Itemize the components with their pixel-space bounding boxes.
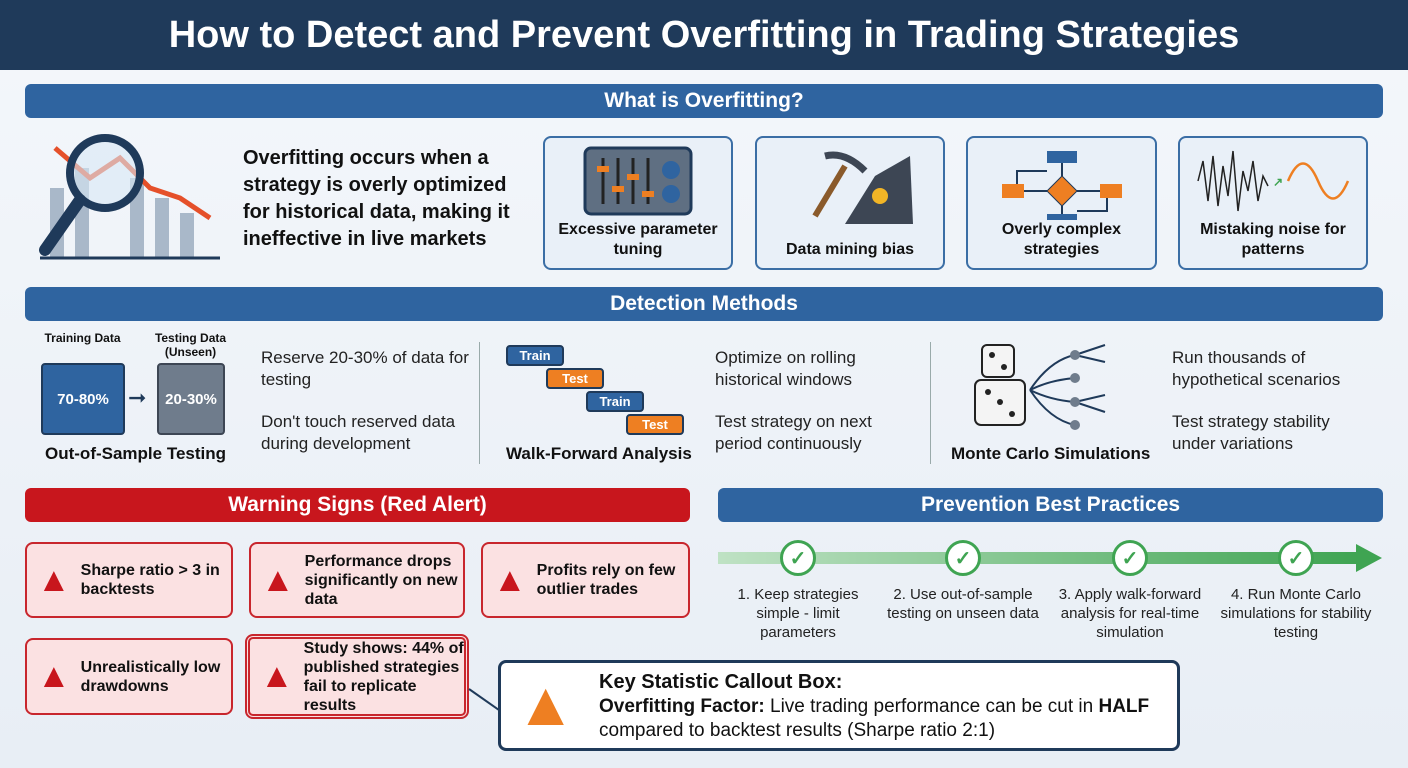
callout-title: Key Statistic Callout Box: <box>599 671 843 693</box>
check-icon: ✓ <box>1112 540 1148 576</box>
warning-icon: ▲ <box>37 657 71 695</box>
card-complex-strategies: Overly complex strategies <box>966 136 1157 270</box>
mc-point: Test strategy stability under variations <box>1172 412 1330 453</box>
card-noise: ↗ Mistaking noise for patterns <box>1178 136 1368 270</box>
warning-icon: ▲ <box>493 560 527 599</box>
warning-text: Performance drops significantly on new d… <box>304 552 458 608</box>
wf-point: Optimize on rolling historical windows <box>715 348 856 389</box>
warning-triangle-icon: ▲ <box>515 670 577 739</box>
mc-title: Monte Carlo Simulations <box>951 444 1151 463</box>
prevention-step: 2. Use out-of-sample testing on unseen d… <box>887 586 1039 622</box>
magnifier-chart-icon <box>39 134 220 260</box>
warning-icon: ▲ <box>37 560 71 599</box>
wf-point: Test strategy on next period continuousl… <box>715 412 872 453</box>
card-label: Data mining bias <box>785 241 915 258</box>
check-icon: ✓ <box>780 540 816 576</box>
wf-step-test: Test <box>546 368 604 389</box>
training-pct-box: 70-80% <box>41 363 125 435</box>
warning-text: Study shows: 44% of published strategies… <box>303 639 464 714</box>
arrow-head-icon <box>1356 544 1382 572</box>
noise-wave-icon: ↗ <box>1197 150 1350 212</box>
callout-line2: compared to backtest results (Sharpe rat… <box>599 720 996 741</box>
callout-line1: Overfitting Factor: Live trading perform… <box>599 696 1149 718</box>
card-parameter-tuning: Excessive parameter tuning <box>543 136 733 270</box>
card-data-mining: Data mining bias <box>755 136 945 270</box>
callout-emphasis: HALF <box>1098 696 1150 717</box>
section-header-warning: Warning Signs (Red Alert) <box>25 488 690 522</box>
section-header-what: What is Overfitting? <box>25 84 1383 118</box>
warning-card: ▲Performance drops significantly on new … <box>249 542 465 618</box>
warning-icon: ▲ <box>261 560 295 599</box>
callout-label: Overfitting Factor: <box>599 696 765 717</box>
key-statistic-callout: ▲ Key Statistic Callout Box: Overfitting… <box>498 660 1180 751</box>
dice-branches-icon <box>974 344 1106 430</box>
wf-step-test: Test <box>626 414 684 435</box>
callout-text: Live trading performance can be cut in <box>764 696 1099 717</box>
prevention-step: 4. Run Monte Carlo simulations for stabi… <box>1220 586 1372 641</box>
warning-card: ▲Profits rely on few outlier trades <box>481 542 690 618</box>
warning-card: ▲Unrealistically low drawdowns <box>25 638 233 715</box>
overfitting-definition: Overfitting occurs when a strategy is ov… <box>243 147 510 250</box>
check-icon: ✓ <box>945 540 981 576</box>
oos-title: Out-of-Sample Testing <box>45 444 227 463</box>
wf-step-train: Train <box>506 345 564 366</box>
sliders-icon <box>583 146 693 216</box>
check-icon: ✓ <box>1278 540 1314 576</box>
oos-point: Reserve 20-30% of data for testing <box>261 348 469 389</box>
card-label: Excessive parameter tuning <box>558 221 718 258</box>
wf-title: Walk-Forward Analysis <box>506 444 692 463</box>
divider <box>930 342 931 464</box>
oos-point: Don't touch reserved data during develop… <box>261 412 456 453</box>
warning-text: Unrealistically low drawdowns <box>80 658 221 695</box>
page-title: How to Detect and Prevent Overfitting in… <box>0 0 1408 70</box>
warning-icon: ▲ <box>260 657 294 695</box>
mc-point: Run thousands of hypothetical scenarios <box>1172 348 1341 389</box>
flowchart-icon <box>1001 151 1122 220</box>
testing-pct-box: 20-30% <box>157 363 225 435</box>
wf-step-train: Train <box>586 391 644 412</box>
arrow-right-icon: ➞ <box>128 385 147 410</box>
progress-arrow <box>718 552 1358 564</box>
prevention-step: 3. Apply walk-forward analysis for real-… <box>1058 586 1202 641</box>
prevention-step: 1. Keep strategies simple - limit parame… <box>737 586 859 641</box>
section-header-prevention: Prevention Best Practices <box>718 488 1383 522</box>
warning-text: Profits rely on few outlier trades <box>536 562 676 598</box>
testing-data-label: Testing Data (Unseen) <box>154 331 227 359</box>
warning-card: ▲Sharpe ratio > 3 in backtests <box>25 542 233 618</box>
warning-card-study: ▲Study shows: 44% of published strategie… <box>245 634 469 719</box>
section-header-detection: Detection Methods <box>25 287 1383 321</box>
divider <box>479 342 480 464</box>
training-data-label: Training Data <box>44 331 121 345</box>
svg-text:↗: ↗ <box>1273 175 1283 189</box>
warning-text: Sharpe ratio > 3 in backtests <box>80 562 220 598</box>
connector-line <box>468 688 500 711</box>
pickaxe-icon <box>812 151 913 224</box>
card-label: Overly complex strategies <box>1001 221 1122 258</box>
card-label: Mistaking noise for patterns <box>1200 221 1346 258</box>
